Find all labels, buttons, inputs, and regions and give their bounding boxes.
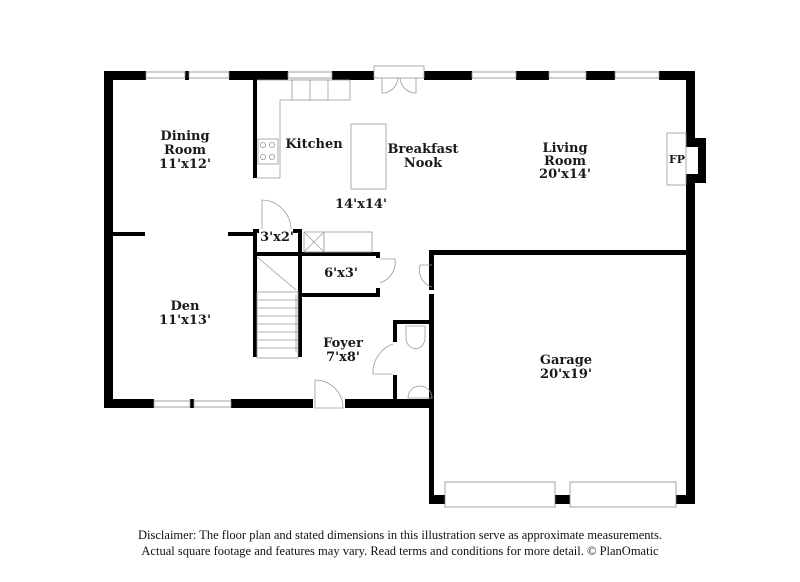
room-nook-name-2: Nook: [404, 156, 443, 171]
disclaimer-line-2: Actual square footage and features may v…: [141, 544, 659, 558]
disclaimer-line-1: Disclaimer: The floor plan and stated di…: [138, 528, 662, 542]
kitchen-counters: [257, 79, 387, 190]
closet-door-swing: [261, 199, 292, 230]
windows: [145, 71, 677, 508]
garage-door-swing: [418, 264, 433, 288]
closet-door-swing-2: [379, 258, 396, 284]
room-foyer-dimensions: 7'x8': [326, 350, 360, 365]
room-closet-small-dimensions: 3'x2': [260, 230, 294, 245]
half-bath: [372, 325, 433, 399]
room-living-name-1: Living: [542, 141, 587, 156]
room-kitchen-name: Kitchen: [285, 137, 343, 152]
counter: [323, 231, 373, 253]
staircase: [256, 256, 299, 359]
room-labels: Dining Room 11'x12' Kitchen Breakfast No…: [159, 129, 592, 382]
room-closet-mid-dimensions: 6'x3': [324, 266, 358, 281]
room-living-name-2: Room: [544, 154, 586, 169]
room-dining-name-2: Room: [164, 143, 206, 158]
room-foyer-name: Foyer: [323, 336, 363, 351]
kitchen-island: [350, 123, 387, 190]
room-living-dimensions: 20'x14': [539, 167, 591, 182]
room-garage-name: Garage: [540, 353, 592, 368]
room-dining-dimensions: 11'x12': [159, 157, 211, 172]
fireplace-label: FP: [669, 153, 685, 166]
room-garage-dimensions: 20'x19': [540, 367, 592, 382]
room-den-name: Den: [171, 299, 201, 314]
room-nook-name-1: Breakfast: [388, 142, 459, 157]
fireplace: [666, 132, 687, 186]
room-dining-name-1: Dining: [160, 129, 209, 144]
patio-door: [373, 65, 425, 94]
front-door: [314, 379, 344, 409]
exterior-walls: [104, 71, 706, 504]
room-den-dimensions: 11'x13': [159, 313, 211, 328]
interior-walls: [113, 76, 433, 402]
room-nook-dimensions: 14'x14': [335, 197, 387, 212]
